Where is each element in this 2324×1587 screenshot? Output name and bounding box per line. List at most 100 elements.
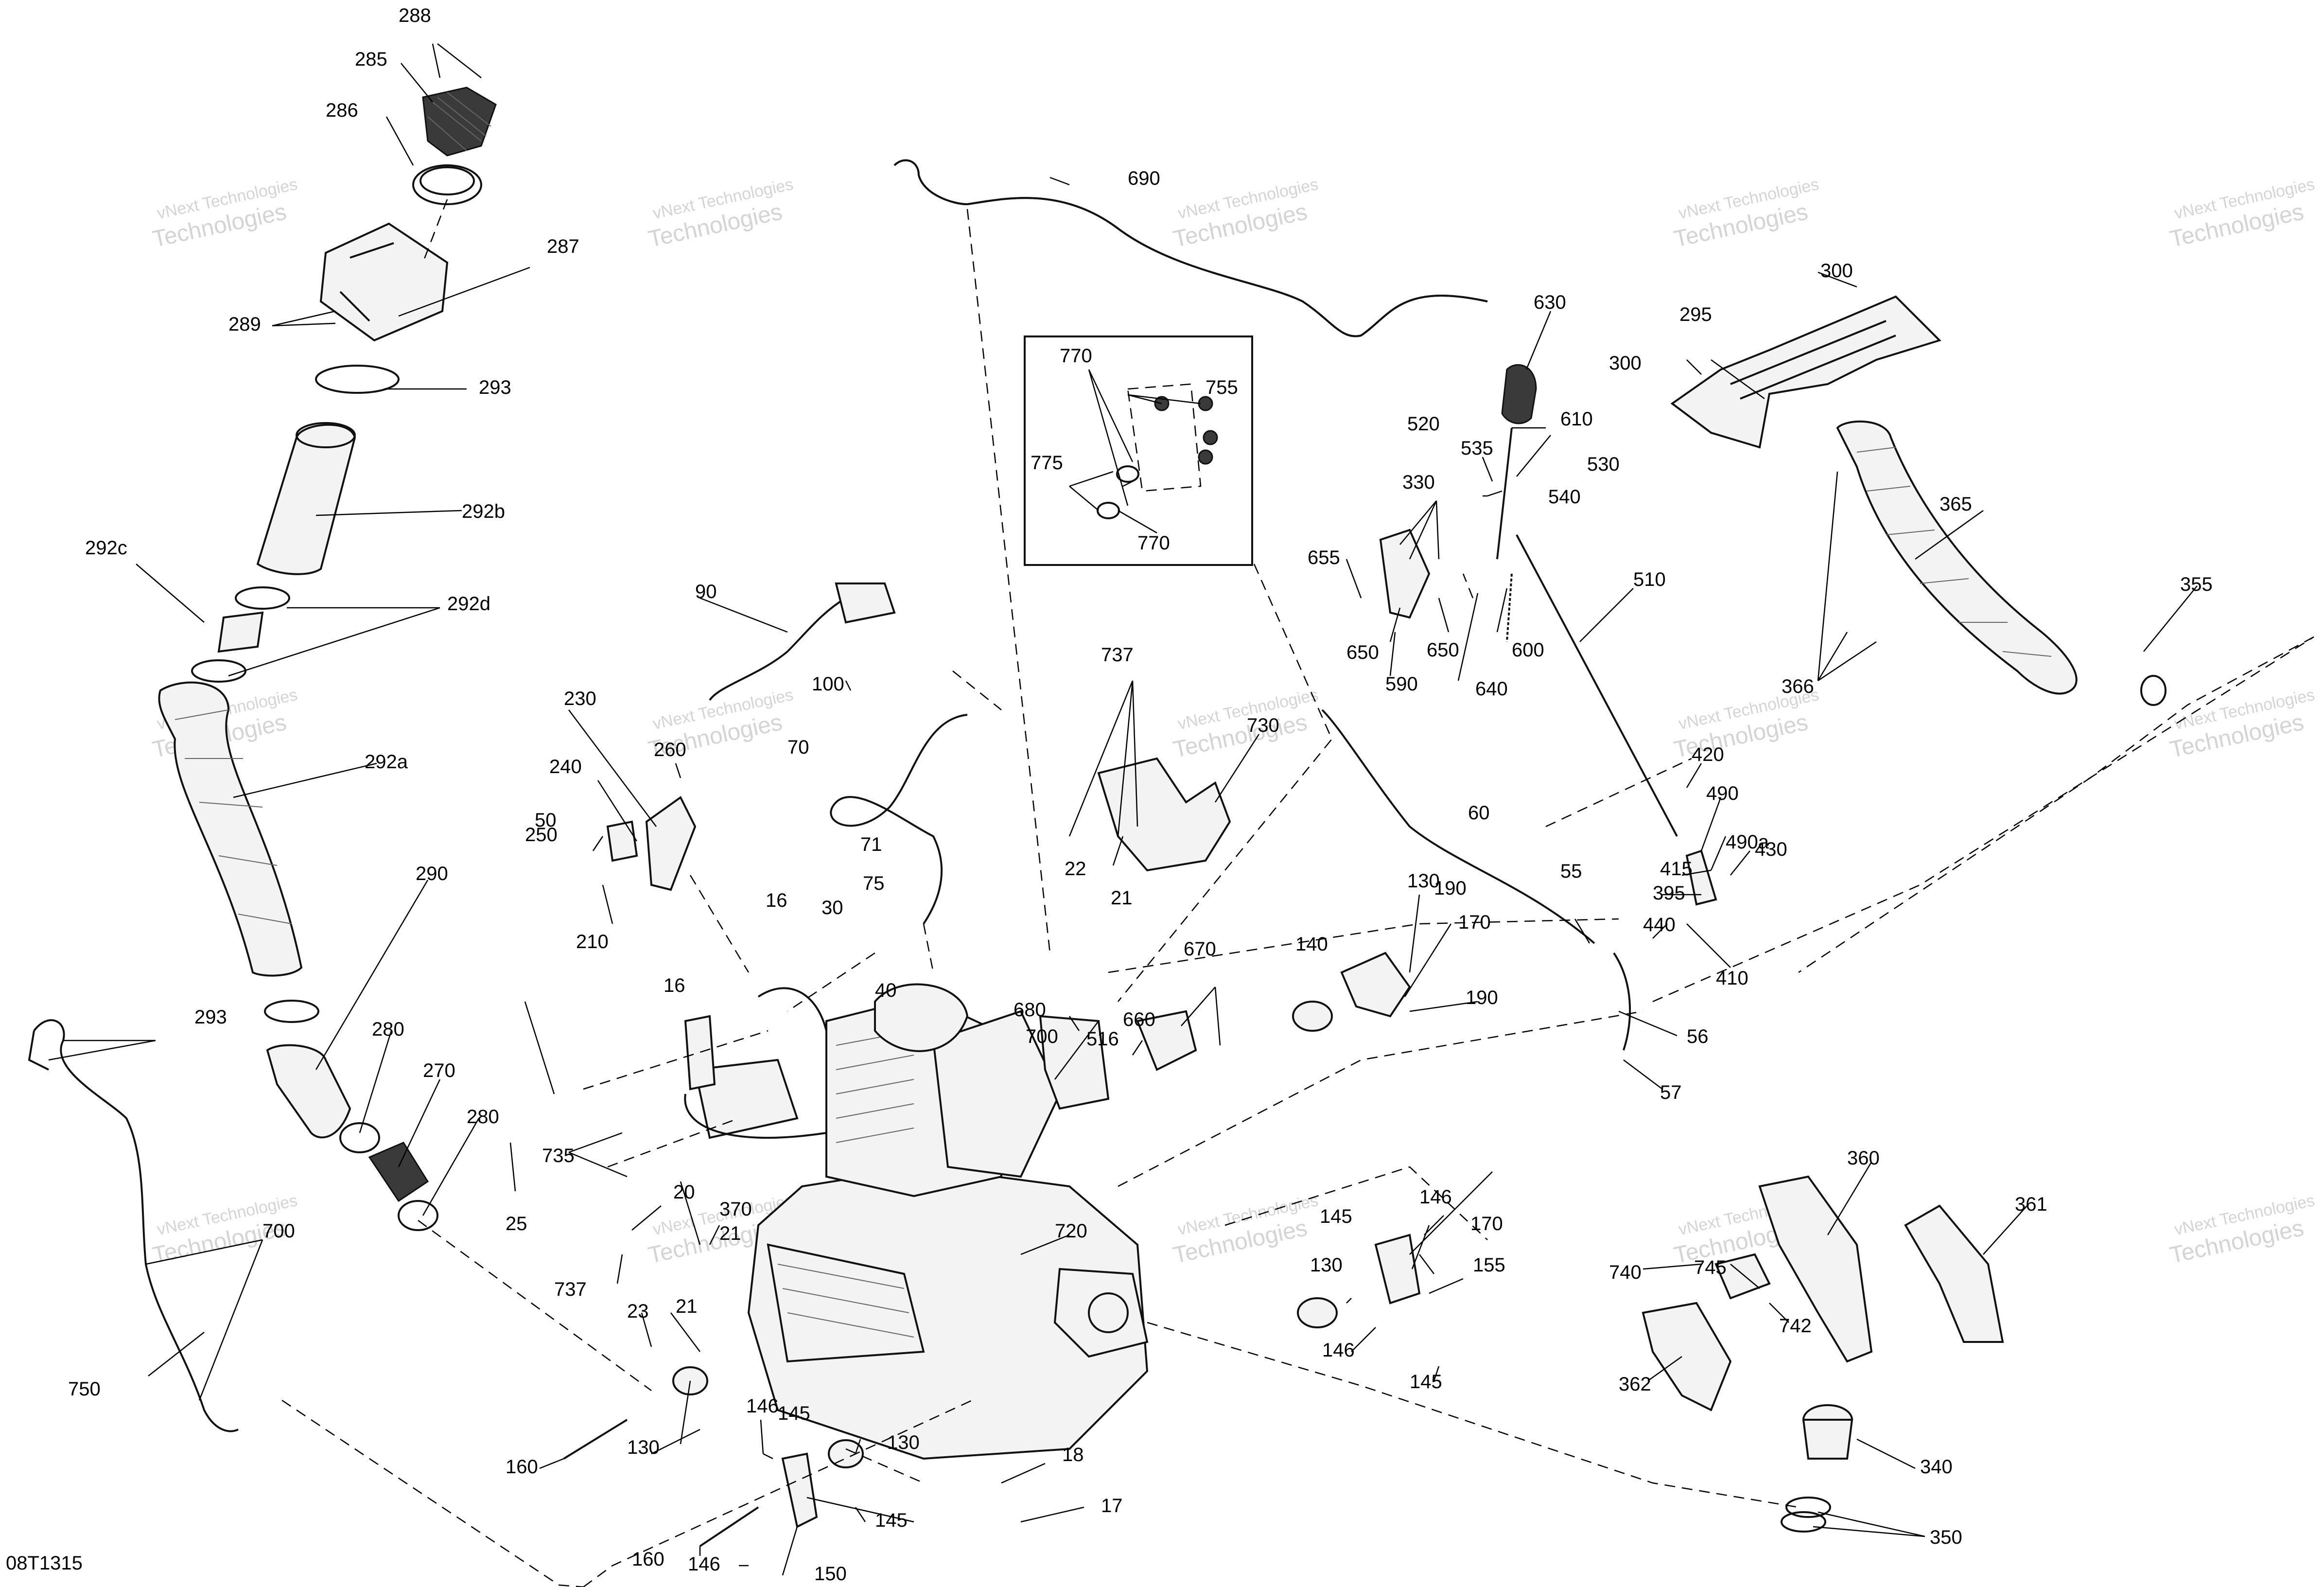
callout-90: 90 [695, 581, 717, 602]
diagram-code: 08T1315 [6, 1552, 83, 1574]
engine-assembly [684, 983, 1149, 1460]
callout-280: 280 [372, 1019, 404, 1040]
callout-260: 260 [654, 739, 686, 760]
callout-410: 410 [1716, 968, 1748, 989]
callout-292a: 292a [365, 751, 408, 773]
callout-146: 146 [688, 1553, 720, 1575]
callout-25: 25 [506, 1213, 527, 1234]
callout-289: 289 [228, 314, 261, 335]
callout-285: 285 [355, 49, 387, 70]
callout-30: 30 [821, 897, 843, 918]
callout-145: 145 [875, 1510, 908, 1531]
callout-755: 755 [1206, 377, 1238, 398]
callout-340: 340 [1920, 1456, 1953, 1478]
callout-420: 420 [1692, 744, 1724, 765]
callout-700: 700 [262, 1220, 295, 1242]
callout-361: 361 [2015, 1194, 2047, 1215]
callout-350: 350 [1930, 1527, 1962, 1548]
callout-250: 250 [525, 824, 558, 846]
callout-690: 690 [1128, 168, 1160, 189]
callout-530: 530 [1587, 454, 1620, 475]
callout-70: 70 [787, 737, 809, 758]
callout-146: 146 [1419, 1186, 1452, 1208]
callout-330: 330 [1402, 472, 1435, 493]
callout-145: 145 [1320, 1206, 1352, 1227]
callout-160: 160 [506, 1456, 538, 1478]
callout-50: 50 [535, 810, 557, 831]
callout-516: 516 [1086, 1028, 1119, 1050]
callout-71: 71 [860, 834, 882, 855]
callout-288: 288 [399, 5, 431, 26]
callout-57: 57 [1660, 1082, 1682, 1103]
callout-130: 130 [887, 1432, 920, 1453]
callout-170: 170 [1470, 1213, 1503, 1234]
callout-23: 23 [627, 1301, 649, 1322]
callout-292b: 292b [462, 501, 505, 522]
callout-145: 145 [778, 1403, 810, 1424]
callout-160: 160 [632, 1549, 664, 1570]
callout-130: 130 [627, 1437, 660, 1458]
callout-650: 650 [1427, 639, 1459, 661]
air-intake-assembly [28, 87, 497, 1432]
detail-box [1024, 335, 1253, 566]
callout-55: 55 [1560, 861, 1582, 882]
callout-535: 535 [1461, 438, 1493, 459]
callout-735: 735 [542, 1145, 575, 1166]
callout-490: 490 [1706, 783, 1739, 804]
callout-600: 600 [1512, 639, 1544, 661]
callout-150: 150 [814, 1563, 847, 1585]
callout-680: 680 [1013, 999, 1046, 1021]
dashed-guides [281, 199, 2314, 1587]
callout-355: 355 [2180, 574, 2213, 595]
breather-hose [893, 159, 1488, 337]
callout-730: 730 [1247, 715, 1279, 736]
callout-56: 56 [1687, 1026, 1709, 1047]
callout-770: 770 [1137, 532, 1170, 554]
callout-240: 240 [549, 756, 582, 777]
callout-210: 210 [576, 931, 609, 952]
callout-655: 655 [1308, 547, 1340, 568]
callout-670: 670 [1184, 938, 1216, 960]
callout-293: 293 [479, 377, 511, 398]
callout-750: 750 [68, 1378, 101, 1400]
callout-75: 75 [863, 873, 885, 894]
callout-630: 630 [1534, 292, 1566, 313]
callout-650: 650 [1346, 642, 1379, 663]
callout-700: 700 [1026, 1026, 1058, 1047]
callout-130: 130 [1310, 1254, 1343, 1276]
callout-490a: 490a [1726, 831, 1769, 853]
callout-146: 146 [746, 1395, 779, 1417]
callout-370: 370 [719, 1199, 752, 1220]
callout-145: 145 [1410, 1371, 1442, 1393]
small-parts [563, 295, 2167, 1547]
callout-17: 17 [1101, 1495, 1123, 1516]
callout-770: 770 [1060, 345, 1092, 367]
callout-18: 18 [1062, 1444, 1084, 1465]
callout-100: 100 [812, 673, 844, 695]
callout-510: 510 [1633, 569, 1666, 590]
callout-290: 290 [416, 863, 448, 884]
callout-520: 520 [1407, 413, 1440, 435]
callout-366: 366 [1782, 676, 1814, 697]
callout-775: 775 [1031, 452, 1063, 474]
callout-740: 740 [1609, 1262, 1642, 1283]
callout-labels: 288285286287289293292b292c292d292a290280… [68, 5, 2213, 1585]
callout-20: 20 [673, 1181, 695, 1203]
leader-lines [48, 43, 2198, 1576]
callout-21: 21 [1111, 887, 1133, 909]
callout-60: 60 [1468, 802, 1490, 824]
callout-140: 140 [1295, 934, 1328, 955]
callout-40: 40 [875, 980, 897, 1001]
callout-360: 360 [1847, 1147, 1880, 1169]
callout-270: 270 [423, 1060, 455, 1081]
callout-287: 287 [547, 236, 579, 257]
